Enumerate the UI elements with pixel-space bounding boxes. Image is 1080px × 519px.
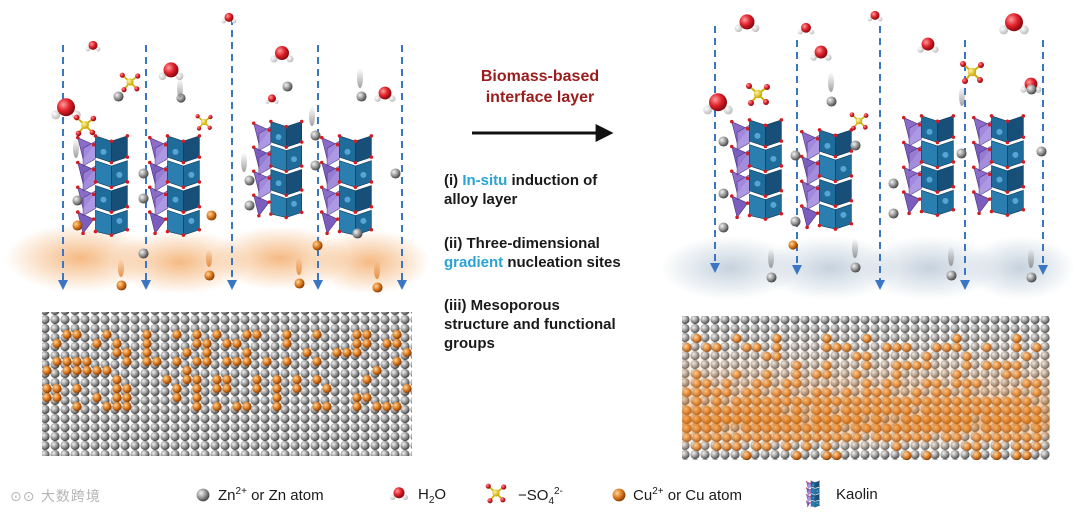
legend-zinc-icon xyxy=(196,488,210,502)
left-orange-glow xyxy=(5,224,430,294)
point-3-line1: (iii) Mesoporous xyxy=(444,297,560,314)
point-2: (ii) Three-dimensional gradient nucleati… xyxy=(444,234,674,272)
legend-sulfate-charge: 2- xyxy=(554,486,563,497)
point-2-line1: (ii) Three-dimensional xyxy=(444,235,600,252)
right-blue-glow xyxy=(660,236,1075,300)
left-copper-sprinkles xyxy=(42,329,412,412)
legend-zinc-symbol: Zn xyxy=(218,487,236,504)
center-title: Biomass-based interface layer xyxy=(450,66,630,108)
legend-copper-charge: 2+ xyxy=(652,486,664,497)
legend-water-sub: 2 xyxy=(428,495,435,506)
legend-copper-symbol: Cu xyxy=(633,487,653,504)
watermark: ⊙⊙ 大数跨境 xyxy=(10,489,101,505)
legend-sulfate-sub: 4 xyxy=(548,496,554,507)
point-3-line3: groups xyxy=(444,335,495,352)
point-2-rest: nucleation sites xyxy=(503,254,621,271)
legend-zinc-rest: or Zn atom xyxy=(246,487,324,504)
right-copper-ions xyxy=(788,240,798,250)
legend-sulfate-label: −SO42- xyxy=(518,486,563,507)
legend-water-o: O xyxy=(434,486,447,503)
legend-zinc-charge: 2+ xyxy=(235,486,247,497)
left-kaolin-clusters xyxy=(76,119,374,238)
legend-sulfate-icon xyxy=(484,482,508,505)
right-panel xyxy=(660,10,1075,461)
legend-water-h: H xyxy=(418,486,429,503)
point-1-prefix: (i) xyxy=(444,172,463,189)
left-copper-trails xyxy=(118,249,380,279)
point-3: (iii) Mesoporous structure and functiona… xyxy=(444,296,674,353)
left-water-molecules xyxy=(51,12,396,120)
point-1-rest: induction of xyxy=(507,172,598,189)
center-title-line1: Biomass-based xyxy=(480,68,600,85)
legend-copper-icon xyxy=(612,488,626,502)
legend-water-label: H2O xyxy=(418,486,446,506)
center-title-line2: interface layer xyxy=(485,89,595,106)
legend-sulfate-symbol: −SO xyxy=(518,487,549,504)
left-sulfate-groups xyxy=(72,71,214,138)
point-2-highlight: gradient xyxy=(444,254,504,271)
legend-copper-rest: or Cu atom xyxy=(663,487,742,504)
legend-copper-label: Cu2+ or Cu atom xyxy=(633,486,742,504)
point-3-line2: structure and functional xyxy=(444,316,616,333)
left-zinc-trails xyxy=(73,68,363,172)
point-1-line2: alloy layer xyxy=(444,191,518,208)
legend-kaolin-icon xyxy=(805,480,821,508)
legend-water-icon xyxy=(389,487,409,501)
right-alloy-tint xyxy=(682,316,1050,460)
watermark-text: 大数跨境 xyxy=(40,489,101,505)
legend-kaolin-label: Kaolin xyxy=(836,486,878,503)
point-1: (i) In-situ induction of alloy layer xyxy=(444,171,664,209)
point-1-highlight: In-situ xyxy=(462,172,508,189)
right-zinc-trails xyxy=(768,72,1034,268)
legend-zinc-label: Zn2+ or Zn atom xyxy=(218,486,324,504)
left-panel xyxy=(5,12,430,456)
right-kaolin-clusters xyxy=(730,113,1026,232)
